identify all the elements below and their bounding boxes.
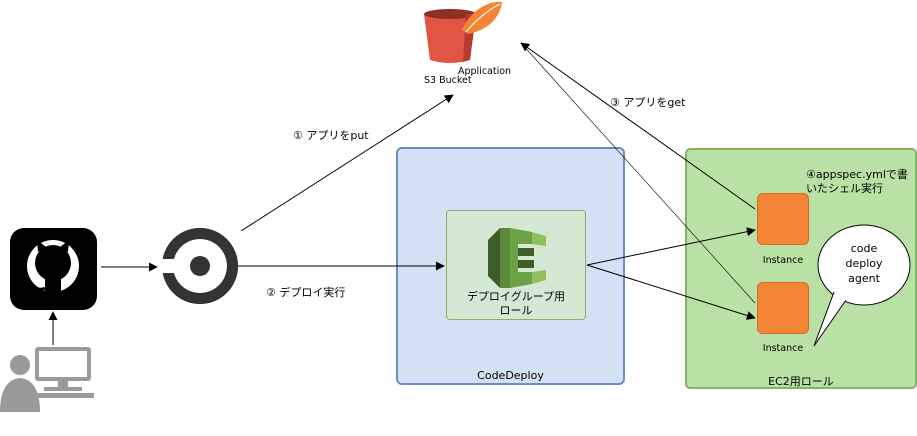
- step-deploy-label: ② デプロイ実行: [266, 286, 346, 299]
- user-computer-icon: [0, 347, 94, 412]
- codedeploy-icon: [488, 228, 546, 288]
- ec2-instance-1: [757, 193, 809, 245]
- circleci-icon: [160, 228, 238, 304]
- get-line-instance2: [520, 42, 756, 304]
- get-arrow: [520, 42, 756, 210]
- ec2-group-label: EC2用ロール: [768, 375, 834, 388]
- put-arrow: [240, 94, 454, 232]
- s3-bucket-label: S3 Bucket: [424, 75, 472, 86]
- role-to-instance1-arrow: [586, 227, 756, 266]
- instance2-label: Instance: [762, 343, 804, 354]
- step-script-label-line2: いたシェル実行: [806, 182, 883, 195]
- step-get-label: ③ アプリをget: [610, 96, 686, 109]
- agent-label-line2: deploy: [845, 257, 883, 270]
- agent-label-line3: agent: [848, 272, 880, 285]
- agent-label-line1: code: [850, 242, 878, 255]
- step-put-label: ① アプリをput: [293, 129, 369, 142]
- agent-callout: [813, 224, 911, 347]
- codedeploy-group-label: CodeDeploy: [477, 369, 544, 382]
- s3-object-label: Application: [458, 66, 512, 77]
- role-to-instance2-arrow: [586, 264, 756, 320]
- role-label-line2: ロール: [499, 304, 533, 317]
- instance1-label: Instance: [762, 255, 804, 266]
- github-icon: [10, 228, 97, 310]
- ec2-instance-2: [757, 282, 809, 334]
- s3-bucket-icon: [424, 1, 502, 63]
- role-label-line1: デプロイグループ用: [466, 290, 566, 303]
- step-script-label-line1: ④appspec.ymlで書: [806, 168, 908, 181]
